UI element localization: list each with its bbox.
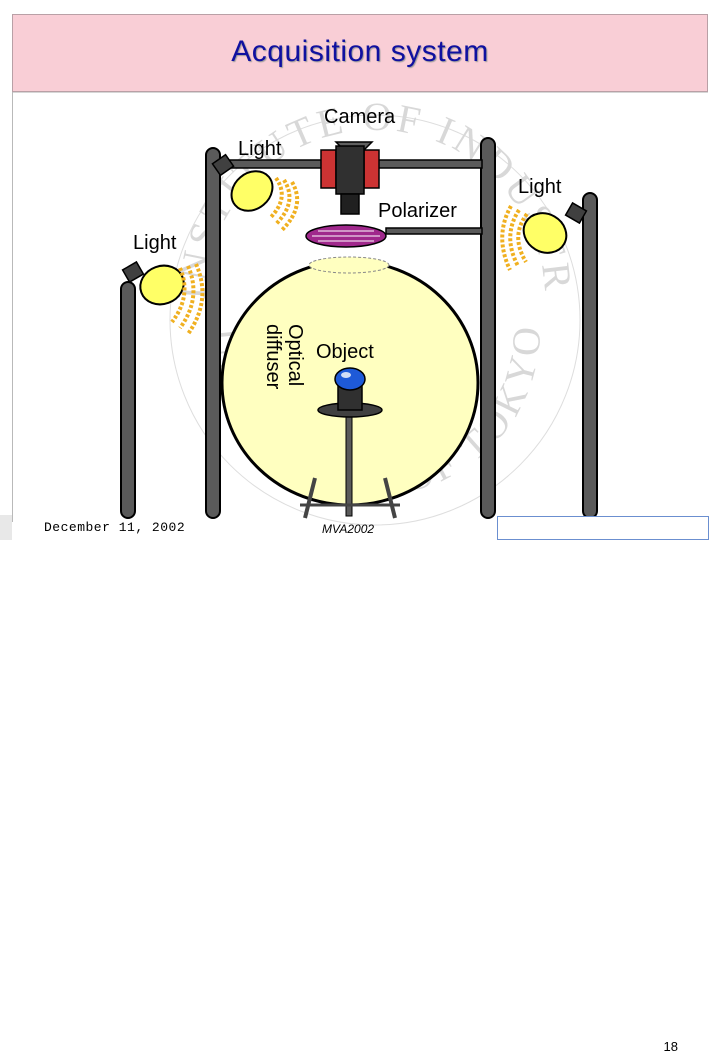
footer-date: December 11, 2002 <box>44 520 186 535</box>
lamp-top-left-icon <box>211 153 300 232</box>
diffuser-top-opening <box>308 256 390 274</box>
far-left-pole <box>120 281 136 519</box>
slide-title: Acquisition system <box>231 35 489 68</box>
diffuser-label-line1: Optical <box>284 324 306 386</box>
light-right-label: Light <box>518 176 562 198</box>
page-number: 18 <box>663 1039 678 1054</box>
light-left-label: Light <box>133 232 177 254</box>
lamp-left-icon <box>121 260 205 336</box>
far-right-pole <box>582 192 598 519</box>
acquisition-diagram: INSTITUTE OF INDUSTRIAL SCIENCE UNIVERSI… <box>0 0 598 526</box>
camera-icon <box>320 141 380 215</box>
left-margin-line <box>12 92 13 522</box>
corner-strip <box>0 515 12 540</box>
object-on-stand <box>317 367 383 517</box>
title-bar: Acquisition system <box>12 14 708 92</box>
left-pole <box>205 147 221 519</box>
footer-event: MVA2002 <box>322 522 375 536</box>
lamp-right-icon <box>500 201 588 271</box>
object-label: Object <box>316 341 374 363</box>
diffuser-label-line2: diffuser <box>262 324 284 390</box>
polarizer-arm <box>385 227 483 235</box>
light-top-label: Light <box>238 138 282 160</box>
page-number-box: 18 <box>497 516 709 1054</box>
right-pole <box>480 137 496 519</box>
base-stand <box>300 477 400 519</box>
optical-diffuser-label: Optical diffuser <box>262 324 306 390</box>
polarizer-label: Polarizer <box>378 200 457 222</box>
camera-label: Camera <box>324 106 396 128</box>
header-divider <box>12 92 708 93</box>
polarizer-icon <box>305 224 387 248</box>
